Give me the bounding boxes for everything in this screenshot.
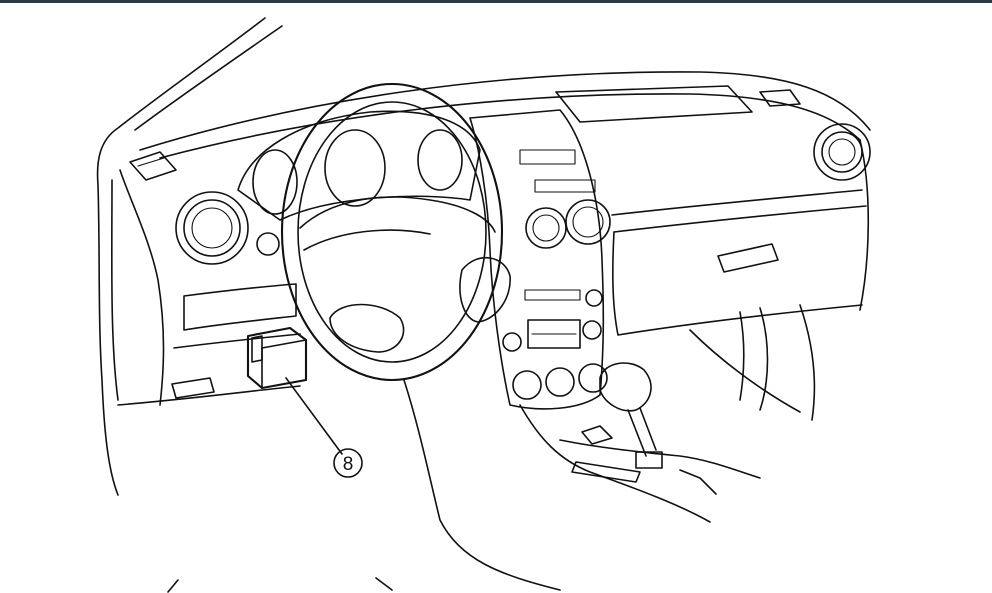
left-defrost-vent — [129, 151, 177, 181]
dashboard-outline — [117, 71, 871, 406]
steering-wheel — [280, 82, 561, 591]
callout-number-label: 8 — [343, 454, 354, 475]
glove-box — [611, 189, 867, 336]
callout-8: 8 — [333, 448, 363, 478]
lower-left-panel — [171, 283, 301, 399]
passenger-floor-lines — [689, 304, 816, 421]
center-console — [519, 404, 761, 523]
center-stack — [469, 109, 611, 410]
right-round-vent — [813, 123, 871, 181]
floor-mark-left — [167, 579, 179, 593]
floor-mark-right — [375, 577, 393, 591]
fuse-box — [246, 326, 308, 390]
callout-leader-line — [285, 377, 343, 455]
shift-lever — [599, 362, 663, 469]
left-round-vent — [175, 191, 249, 265]
instrument-cluster — [237, 110, 481, 256]
upper-display-recess — [555, 85, 801, 123]
top-border-rule — [0, 0, 992, 3]
a-pillar — [96, 17, 283, 496]
